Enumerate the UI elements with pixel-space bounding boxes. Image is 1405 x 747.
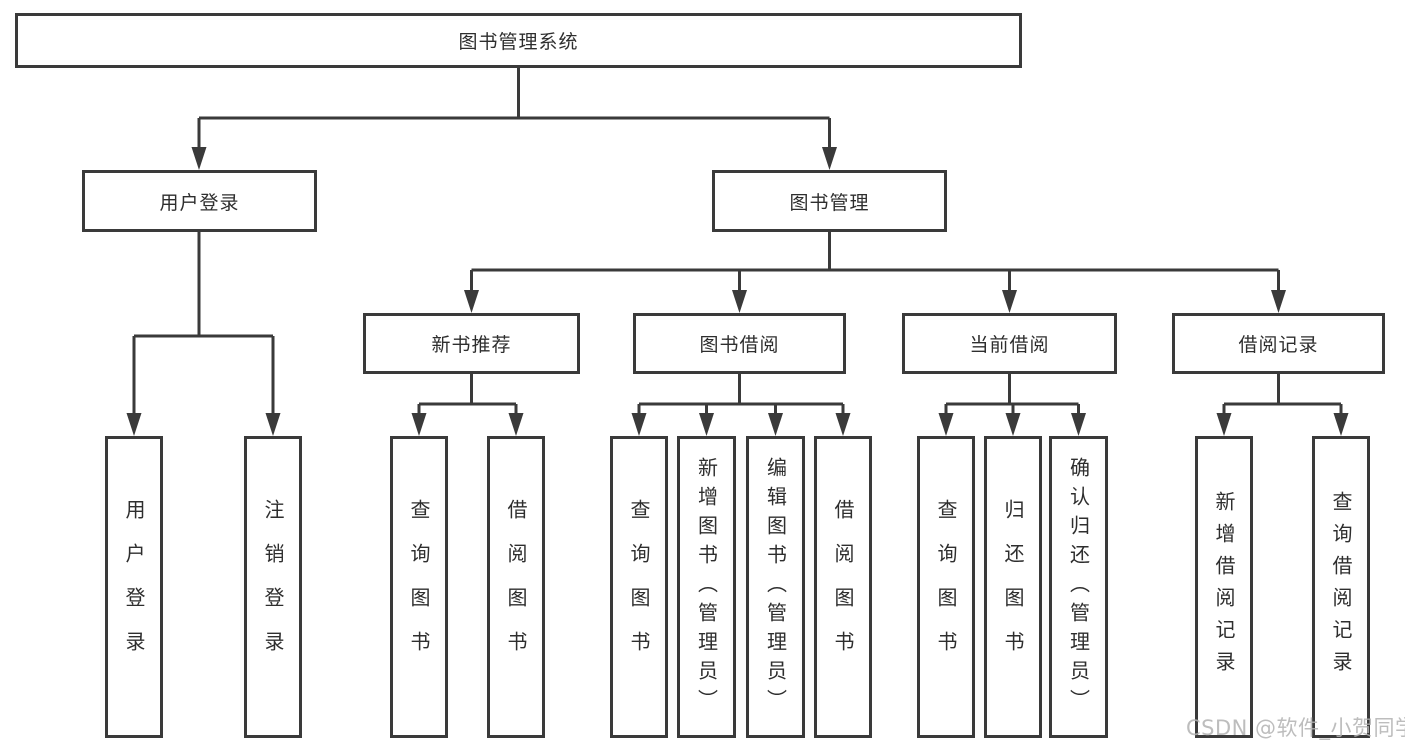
connector-lines bbox=[132, 67, 1343, 416]
node-root: 图书管理系统 bbox=[15, 13, 1022, 68]
leaf-return-books: 归还图书 bbox=[984, 436, 1042, 738]
leaf-borrow-books-recommend-label: 借阅图书 bbox=[504, 499, 528, 675]
leaf-borrow-books-label: 借阅图书 bbox=[831, 499, 855, 675]
leaf-query-borrow-record-label: 查询借阅记录 bbox=[1329, 491, 1353, 683]
node-user-login-label: 用户登录 bbox=[159, 191, 240, 214]
leaf-confirm-return-admin-label: 确认归还（管理员） bbox=[1066, 456, 1091, 718]
csdn-watermark: CSDN @软件_小贺同学 bbox=[1186, 716, 1405, 740]
leaf-confirm-return-admin: 确认归还（管理员） bbox=[1049, 436, 1108, 738]
node-root-label: 图书管理系统 bbox=[458, 31, 579, 53]
leaf-query-books-borrow: 查询图书 bbox=[610, 436, 668, 738]
leaf-query-books-borrow-label: 查询图书 bbox=[627, 499, 651, 675]
node-new-book-recommend: 新书推荐 bbox=[363, 313, 580, 374]
node-user-login: 用户登录 bbox=[82, 170, 317, 232]
leaf-edit-books-admin-label: 编辑图书（管理员） bbox=[763, 456, 788, 718]
leaf-query-books-recommend-label: 查询图书 bbox=[407, 499, 431, 675]
node-new-book-recommend-label: 新书推荐 bbox=[431, 334, 512, 356]
leaf-borrow-books-recommend: 借阅图书 bbox=[487, 436, 545, 738]
node-current-borrow-label: 当前借阅 bbox=[969, 334, 1050, 356]
leaf-edit-books-admin: 编辑图书（管理员） bbox=[746, 436, 805, 738]
node-book-borrow-label: 图书借阅 bbox=[699, 334, 780, 356]
leaf-query-books-recommend: 查询图书 bbox=[390, 436, 448, 738]
leaf-query-borrow-record: 查询借阅记录 bbox=[1312, 436, 1370, 738]
arrow-down-icons bbox=[126, 147, 1349, 436]
leaf-query-books-current: 查询图书 bbox=[917, 436, 975, 738]
leaf-borrow-books: 借阅图书 bbox=[814, 436, 872, 738]
node-current-borrow: 当前借阅 bbox=[902, 313, 1117, 374]
leaf-user-login: 用户登录 bbox=[105, 436, 163, 738]
leaf-add-books-admin-label: 新增图书（管理员） bbox=[694, 456, 719, 718]
leaf-return-books-label: 归还图书 bbox=[1001, 499, 1025, 675]
leaf-logout-label: 注销登录 bbox=[261, 499, 285, 675]
node-borrow-records-label: 借阅记录 bbox=[1238, 334, 1319, 356]
leaf-add-borrow-record-label: 新增借阅记录 bbox=[1212, 491, 1236, 683]
leaf-add-borrow-record: 新增借阅记录 bbox=[1195, 436, 1253, 738]
leaf-query-books-current-label: 查询图书 bbox=[934, 499, 958, 675]
node-borrow-records: 借阅记录 bbox=[1172, 313, 1385, 374]
leaf-add-books-admin: 新增图书（管理员） bbox=[677, 436, 736, 738]
leaf-logout: 注销登录 bbox=[244, 436, 302, 738]
node-book-borrow: 图书借阅 bbox=[633, 313, 846, 374]
leaf-user-login-label: 用户登录 bbox=[122, 499, 146, 675]
node-book-management-label: 图书管理 bbox=[789, 191, 870, 214]
node-book-management: 图书管理 bbox=[712, 170, 947, 232]
